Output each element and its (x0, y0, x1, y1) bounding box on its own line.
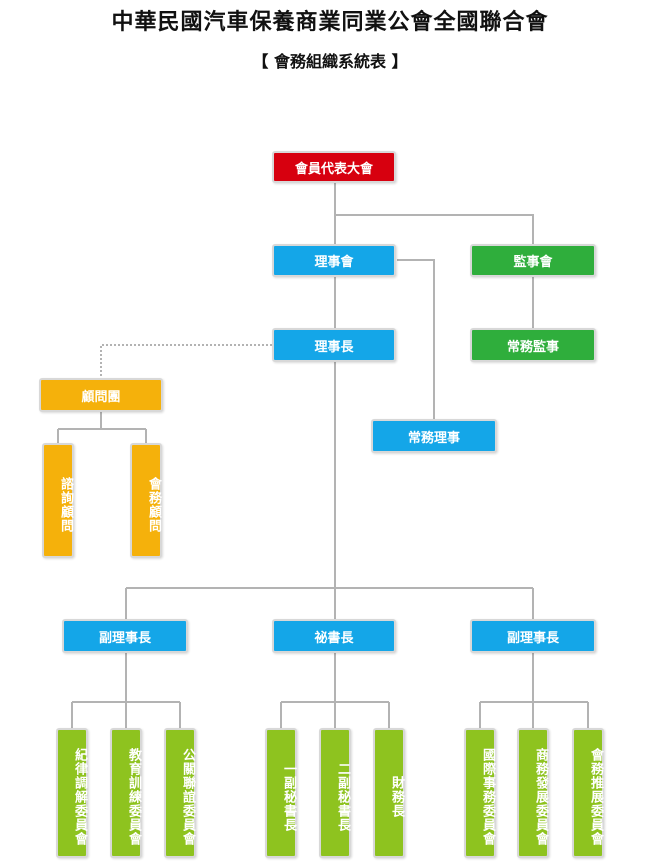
node-secretary-general: 祕書長 (272, 619, 396, 653)
node-international-committee: 國際事務委員會 (464, 728, 496, 858)
node-supervisors: 監事會 (470, 244, 596, 277)
node-chairman: 理事長 (272, 328, 396, 362)
node-education-committee: 教育訓練委員會 (110, 728, 142, 858)
node-affairs-advisor: 會務顧問 (130, 443, 162, 558)
connector-secretary (280, 652, 390, 730)
connector-chairman-tier (125, 361, 534, 620)
connector-assembly (334, 181, 534, 245)
connector-advisors (57, 411, 147, 445)
node-advisory-group: 顧問團 (39, 378, 163, 412)
connector-board-standing (397, 259, 435, 420)
node-first-deputy-secretary: 一副秘書長 (265, 728, 297, 858)
node-pr-committee: 公關聯誼委員會 (164, 728, 196, 858)
node-promotion-committee: 會務推展委員會 (572, 728, 604, 858)
node-assembly: 會員代表大會 (272, 151, 396, 183)
node-business-committee: 商務發展委員會 (517, 728, 549, 858)
node-vice-chairman-right: 副理事長 (470, 619, 596, 653)
node-standing-director: 常務理事 (371, 419, 497, 453)
node-standing-supervisor: 常務監事 (470, 328, 596, 362)
connector-advisory-dotted (100, 344, 272, 379)
node-discipline-committee: 紀律調解委員會 (56, 728, 88, 858)
node-board: 理事會 (272, 244, 396, 277)
connector-left-vice (71, 652, 181, 730)
page-subtitle: 【 會務組織系統表 】 (252, 52, 408, 71)
page-title: 中華民國汽車保養商業同業公會全國聯合會 (111, 10, 549, 35)
node-finance-chief: 財務長 (373, 728, 405, 858)
node-consult-advisor: 諮詢顧問 (42, 443, 74, 558)
node-vice-chairman-left: 副理事長 (62, 619, 188, 653)
node-second-deputy-secretary: 二副秘書長 (319, 728, 351, 858)
connector-right-vice (479, 652, 589, 730)
